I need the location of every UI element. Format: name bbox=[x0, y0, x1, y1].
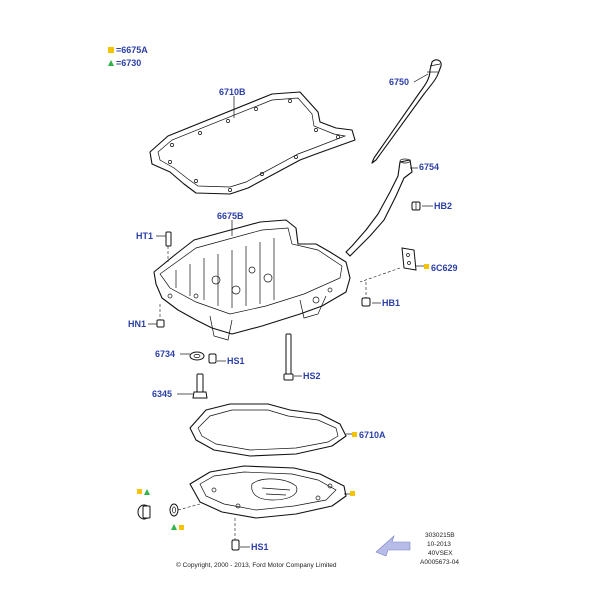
stamp-line-4: A0005673-04 bbox=[420, 559, 459, 566]
callout-HB1: HB1 bbox=[382, 298, 400, 308]
stamp-line-3: 40VSEX bbox=[428, 550, 453, 557]
legend-square-marker bbox=[108, 47, 114, 53]
part-drain-seal[interactable] bbox=[169, 503, 179, 517]
callout-6345: 6345 bbox=[152, 389, 172, 399]
part-drain-plug[interactable] bbox=[137, 504, 151, 520]
leader-6750 bbox=[413, 73, 429, 83]
part-6734-washer[interactable] bbox=[189, 351, 205, 361]
callout-HB2: HB2 bbox=[434, 201, 452, 211]
callout-6675B: 6675B bbox=[217, 211, 244, 221]
stamp-line-1: 3030215B bbox=[425, 532, 455, 539]
part-6754-dipstick-tube[interactable] bbox=[345, 158, 413, 257]
stamp-line-2: 10-2013 bbox=[427, 541, 451, 548]
part-HS1-screw-upper[interactable] bbox=[208, 353, 217, 364]
callout-6710A: 6710A bbox=[359, 430, 386, 440]
part-6750-dipstick[interactable] bbox=[371, 59, 442, 164]
part-6710A-lower-gasket[interactable] bbox=[189, 403, 347, 457]
callout-6754: 6754 bbox=[419, 162, 439, 172]
callout-6734: 6734 bbox=[155, 349, 175, 359]
marker-drain-seal-square bbox=[179, 525, 184, 530]
part-HB1-bolt[interactable] bbox=[361, 282, 371, 307]
marker-6710A-square bbox=[352, 432, 357, 437]
legend-item-6730: =6730 bbox=[116, 58, 141, 68]
front-direction-arrow bbox=[375, 535, 411, 557]
callout-HN1: HN1 bbox=[128, 319, 146, 329]
part-6345-bolt[interactable] bbox=[192, 373, 208, 399]
legend: =6675A =6730 bbox=[108, 45, 148, 68]
callout-HS1-lower: HS1 bbox=[251, 542, 269, 552]
dash-6C629 bbox=[359, 267, 401, 283]
marker-lower-pan-square bbox=[350, 491, 355, 496]
marker-drain-plug-square bbox=[137, 489, 142, 494]
part-6675B-upper-oil-pan[interactable] bbox=[153, 219, 351, 341]
part-HB2-bolt[interactable] bbox=[411, 201, 421, 211]
part-HN1-nut[interactable] bbox=[156, 304, 165, 328]
callout-6C629: 6C629 bbox=[431, 263, 458, 273]
marker-drain-seal-triangle bbox=[171, 524, 177, 530]
marker-drain-plug-triangle bbox=[144, 489, 150, 495]
part-HS2-long-bolt[interactable] bbox=[283, 333, 294, 381]
drawing-stamp: 3030215B 10-2013 40VSEX A0005673-04 bbox=[420, 532, 459, 566]
part-HS1-screw-lower[interactable] bbox=[231, 518, 240, 551]
legend-item-6675A: =6675A bbox=[116, 45, 148, 55]
part-lower-oil-pan[interactable] bbox=[189, 465, 347, 519]
part-HT1-stud[interactable] bbox=[165, 231, 172, 262]
callout-HS2: HS2 bbox=[303, 371, 321, 381]
callout-6710B: 6710B bbox=[219, 87, 246, 97]
part-6C629-bracket[interactable] bbox=[401, 247, 417, 271]
legend-triangle-marker bbox=[108, 60, 114, 66]
part-6710B-upper-gasket[interactable] bbox=[149, 91, 356, 195]
callout-6750: 6750 bbox=[389, 77, 409, 87]
callout-HT1: HT1 bbox=[136, 231, 153, 241]
copyright-footer: © Copyright, 2000 - 2013, Ford Motor Com… bbox=[176, 561, 337, 569]
callout-HS1-upper: HS1 bbox=[227, 356, 245, 366]
marker-6C629-square bbox=[424, 264, 429, 269]
dash-drain bbox=[177, 503, 201, 511]
